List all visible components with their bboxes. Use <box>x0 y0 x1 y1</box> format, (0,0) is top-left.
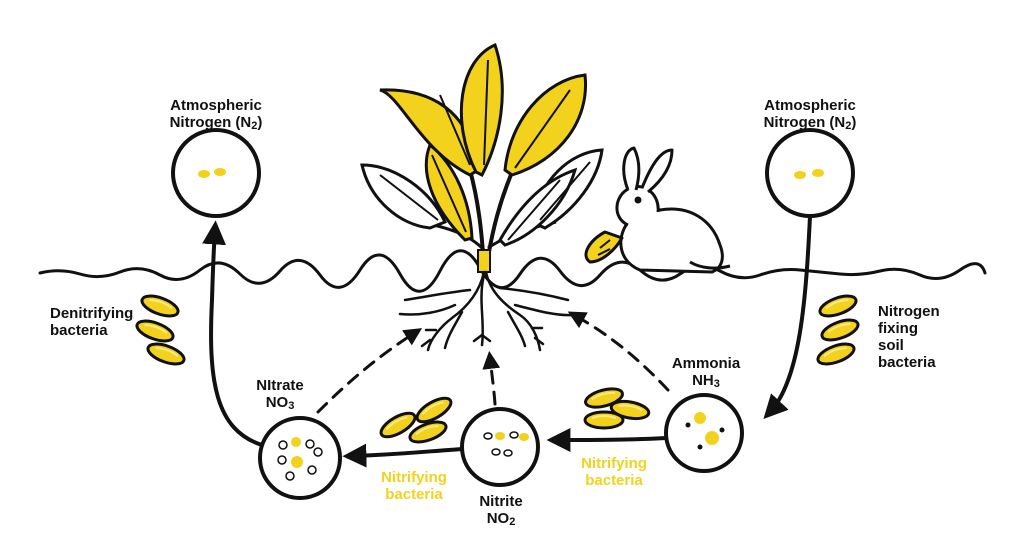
roots-illustration <box>398 270 574 352</box>
denitrifying-line2: bacteria <box>50 322 108 339</box>
nitrate-line1: NItrate <box>256 377 304 394</box>
nitrifying-bacteria-cluster-left <box>376 392 456 448</box>
nitrate-label: NItrate NO3 <box>240 377 320 413</box>
nitrogen-fixing-bacteria-cluster <box>813 290 863 370</box>
atmospheric-nitrogen-left-line2: Nitrogen (N2) <box>169 114 263 132</box>
denitrifying-bacteria-label: Denitrifying bacteria <box>50 305 150 339</box>
ammonia-to-nitrite-arrow <box>546 427 668 452</box>
nitrifying-bacteria-right-label: Nitrifying bacteria <box>564 455 664 489</box>
nitrifying-right-line2: bacteria <box>585 472 643 489</box>
ammonia-line1: Ammonia <box>671 355 741 372</box>
atmospheric-nitrogen-right-line1: Atmospheric <box>764 97 856 114</box>
nitrite-line1: Nitrite <box>479 493 523 510</box>
nitrifying-bacteria-cluster-right <box>582 383 652 430</box>
fixing-line3: soil <box>878 337 904 354</box>
nitrite-to-nitrate-arrow <box>342 443 464 468</box>
nitrate-line2: NO3 <box>265 394 295 412</box>
nitrite-line2: NO2 <box>486 510 516 528</box>
nitrate-uptake-arrow <box>316 328 423 414</box>
fixing-line2: fixing <box>878 320 918 337</box>
rabbit-illustration <box>584 146 731 274</box>
nitrite-uptake-arrow <box>482 350 501 406</box>
ammonia-label: Ammonia NH3 <box>656 355 756 391</box>
atmospheric-nitrogen-left-line1: Atmospheric <box>170 97 262 114</box>
nitrifying-bacteria-left-label: Nitrifying bacteria <box>364 469 464 503</box>
nitrate-circle <box>258 416 342 500</box>
denitrifying-line1: Denitrifying <box>50 305 134 322</box>
atmospheric-nitrogen-left-circle <box>171 128 261 218</box>
ammonia-uptake-arrow <box>567 311 670 392</box>
uptake-arrows <box>316 311 670 414</box>
ground-line <box>38 249 987 293</box>
nitrifying-left-line2: bacteria <box>385 486 443 503</box>
fixing-line4: bacteria <box>878 354 936 371</box>
ammonia-line2: NH3 <box>692 372 720 390</box>
nitrite-label: Nitrite NO2 <box>466 493 536 529</box>
atmospheric-nitrogen-right-line2: Nitrogen (N2) <box>763 114 857 132</box>
atmospheric-nitrogen-right-label: Atmospheric Nitrogen (N2) <box>744 97 876 133</box>
plant-illustration <box>360 42 604 273</box>
nitrifying-right-line1: Nitrifying <box>581 455 647 472</box>
nitrite-circle <box>460 407 540 487</box>
fixing-line1: Nitrogen <box>878 303 940 320</box>
nitrifying-left-line1: Nitrifying <box>381 469 447 486</box>
cycle-arrows <box>202 214 812 468</box>
denitrification-arrow <box>202 220 264 447</box>
nitrogen-fixing-bacteria-label: Nitrogen fixing soil bacteria <box>878 303 978 371</box>
atmospheric-nitrogen-right-circle <box>765 128 855 218</box>
ammonia-circle <box>664 393 744 473</box>
atmospheric-nitrogen-left-label: Atmospheric Nitrogen (N2) <box>150 97 282 133</box>
fixation-arrow <box>763 214 812 420</box>
